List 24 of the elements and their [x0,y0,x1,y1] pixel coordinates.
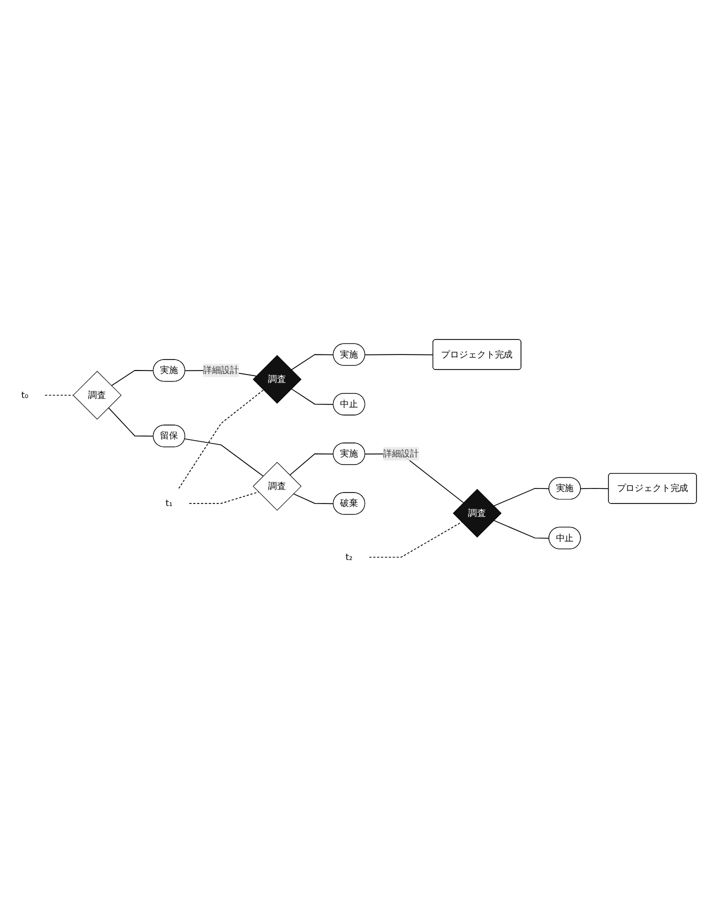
node-diamond: 調査 [72,370,122,420]
connector [493,488,550,506]
edge-label: 詳細設計 [203,364,239,376]
connector [290,388,334,404]
node-text: t₂ [345,551,353,562]
connector [188,491,259,504]
connector [178,389,264,488]
connector [364,354,434,355]
node-diamond: 調査 [252,462,302,510]
connector [368,521,462,558]
connector [580,488,610,489]
connector [108,406,154,436]
connector [110,370,154,386]
node-text: t₀ [21,389,28,400]
connector [292,492,334,504]
connector [289,453,334,476]
node-diamond: 調査 [452,488,502,538]
connector [44,394,74,396]
connector [493,520,550,538]
connector [184,438,264,476]
node-text: t₁ [165,497,173,508]
edge-label: 詳細設計 [383,448,419,458]
connector [290,354,334,370]
node-diamond: 調査 [252,354,302,404]
